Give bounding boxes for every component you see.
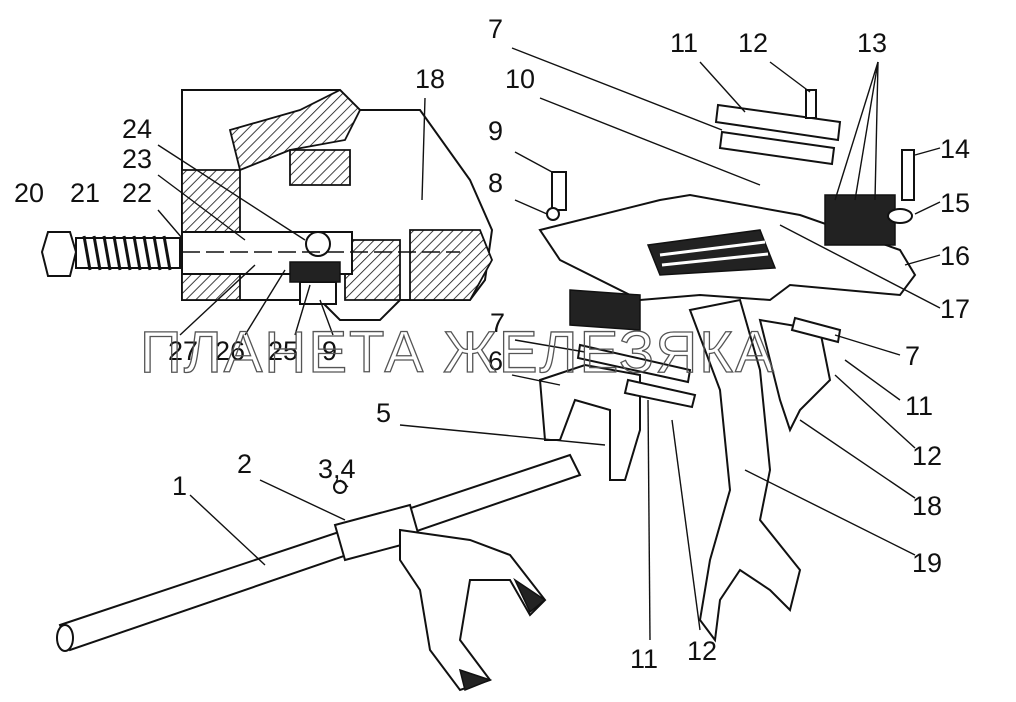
callout-10: 10 bbox=[505, 64, 535, 94]
cross-section-inset bbox=[40, 88, 494, 321]
callout-3-4: 3,4 bbox=[318, 454, 356, 484]
callout-18-right: 18 bbox=[912, 491, 942, 521]
callout-12-bottom: 12 bbox=[687, 636, 717, 666]
callout-25: 25 bbox=[268, 336, 298, 366]
callout-8: 8 bbox=[488, 168, 503, 198]
callout-7-right: 7 bbox=[905, 341, 920, 371]
shift-rod-assembly bbox=[56, 453, 582, 692]
callout-12: 12 bbox=[738, 28, 768, 58]
callout-5: 5 bbox=[376, 398, 391, 428]
callout-27: 27 bbox=[168, 336, 198, 366]
leader-lines bbox=[157, 47, 941, 641]
callout-6: 6 bbox=[488, 346, 503, 376]
callout-23: 23 bbox=[122, 144, 152, 174]
callout-17: 17 bbox=[940, 294, 970, 324]
callout-11-right: 11 bbox=[905, 391, 933, 421]
callout-26: 26 bbox=[215, 336, 245, 366]
callout-9: 9 bbox=[488, 116, 503, 146]
callout-16: 16 bbox=[940, 241, 970, 271]
callout-9-inset: 9 bbox=[322, 336, 337, 366]
callout-20: 20 bbox=[14, 178, 44, 208]
callout-18: 18 bbox=[415, 64, 445, 94]
callout-7-left: 7 bbox=[490, 308, 505, 338]
shift-bracket bbox=[538, 89, 917, 331]
callout-24: 24 bbox=[122, 114, 152, 144]
callout-14: 14 bbox=[940, 134, 970, 164]
callout-15: 15 bbox=[940, 188, 970, 218]
callout-21: 21 bbox=[70, 178, 100, 208]
callout-12-right: 12 bbox=[912, 441, 942, 471]
callout-labels: 7 11 12 13 10 18 9 24 23 14 20 21 22 8 1… bbox=[14, 14, 970, 674]
watermark: ПЛАНЕТА ЖЕЛЕЗЯКА bbox=[140, 320, 776, 385]
callout-22: 22 bbox=[122, 178, 152, 208]
callout-7: 7 bbox=[488, 14, 503, 44]
callout-1: 1 bbox=[172, 471, 187, 501]
callout-11: 11 bbox=[670, 28, 698, 58]
callout-19: 19 bbox=[912, 548, 942, 578]
callout-2: 2 bbox=[237, 449, 252, 479]
callout-13: 13 bbox=[857, 28, 887, 58]
callout-11-bottom: 11 bbox=[630, 644, 658, 674]
